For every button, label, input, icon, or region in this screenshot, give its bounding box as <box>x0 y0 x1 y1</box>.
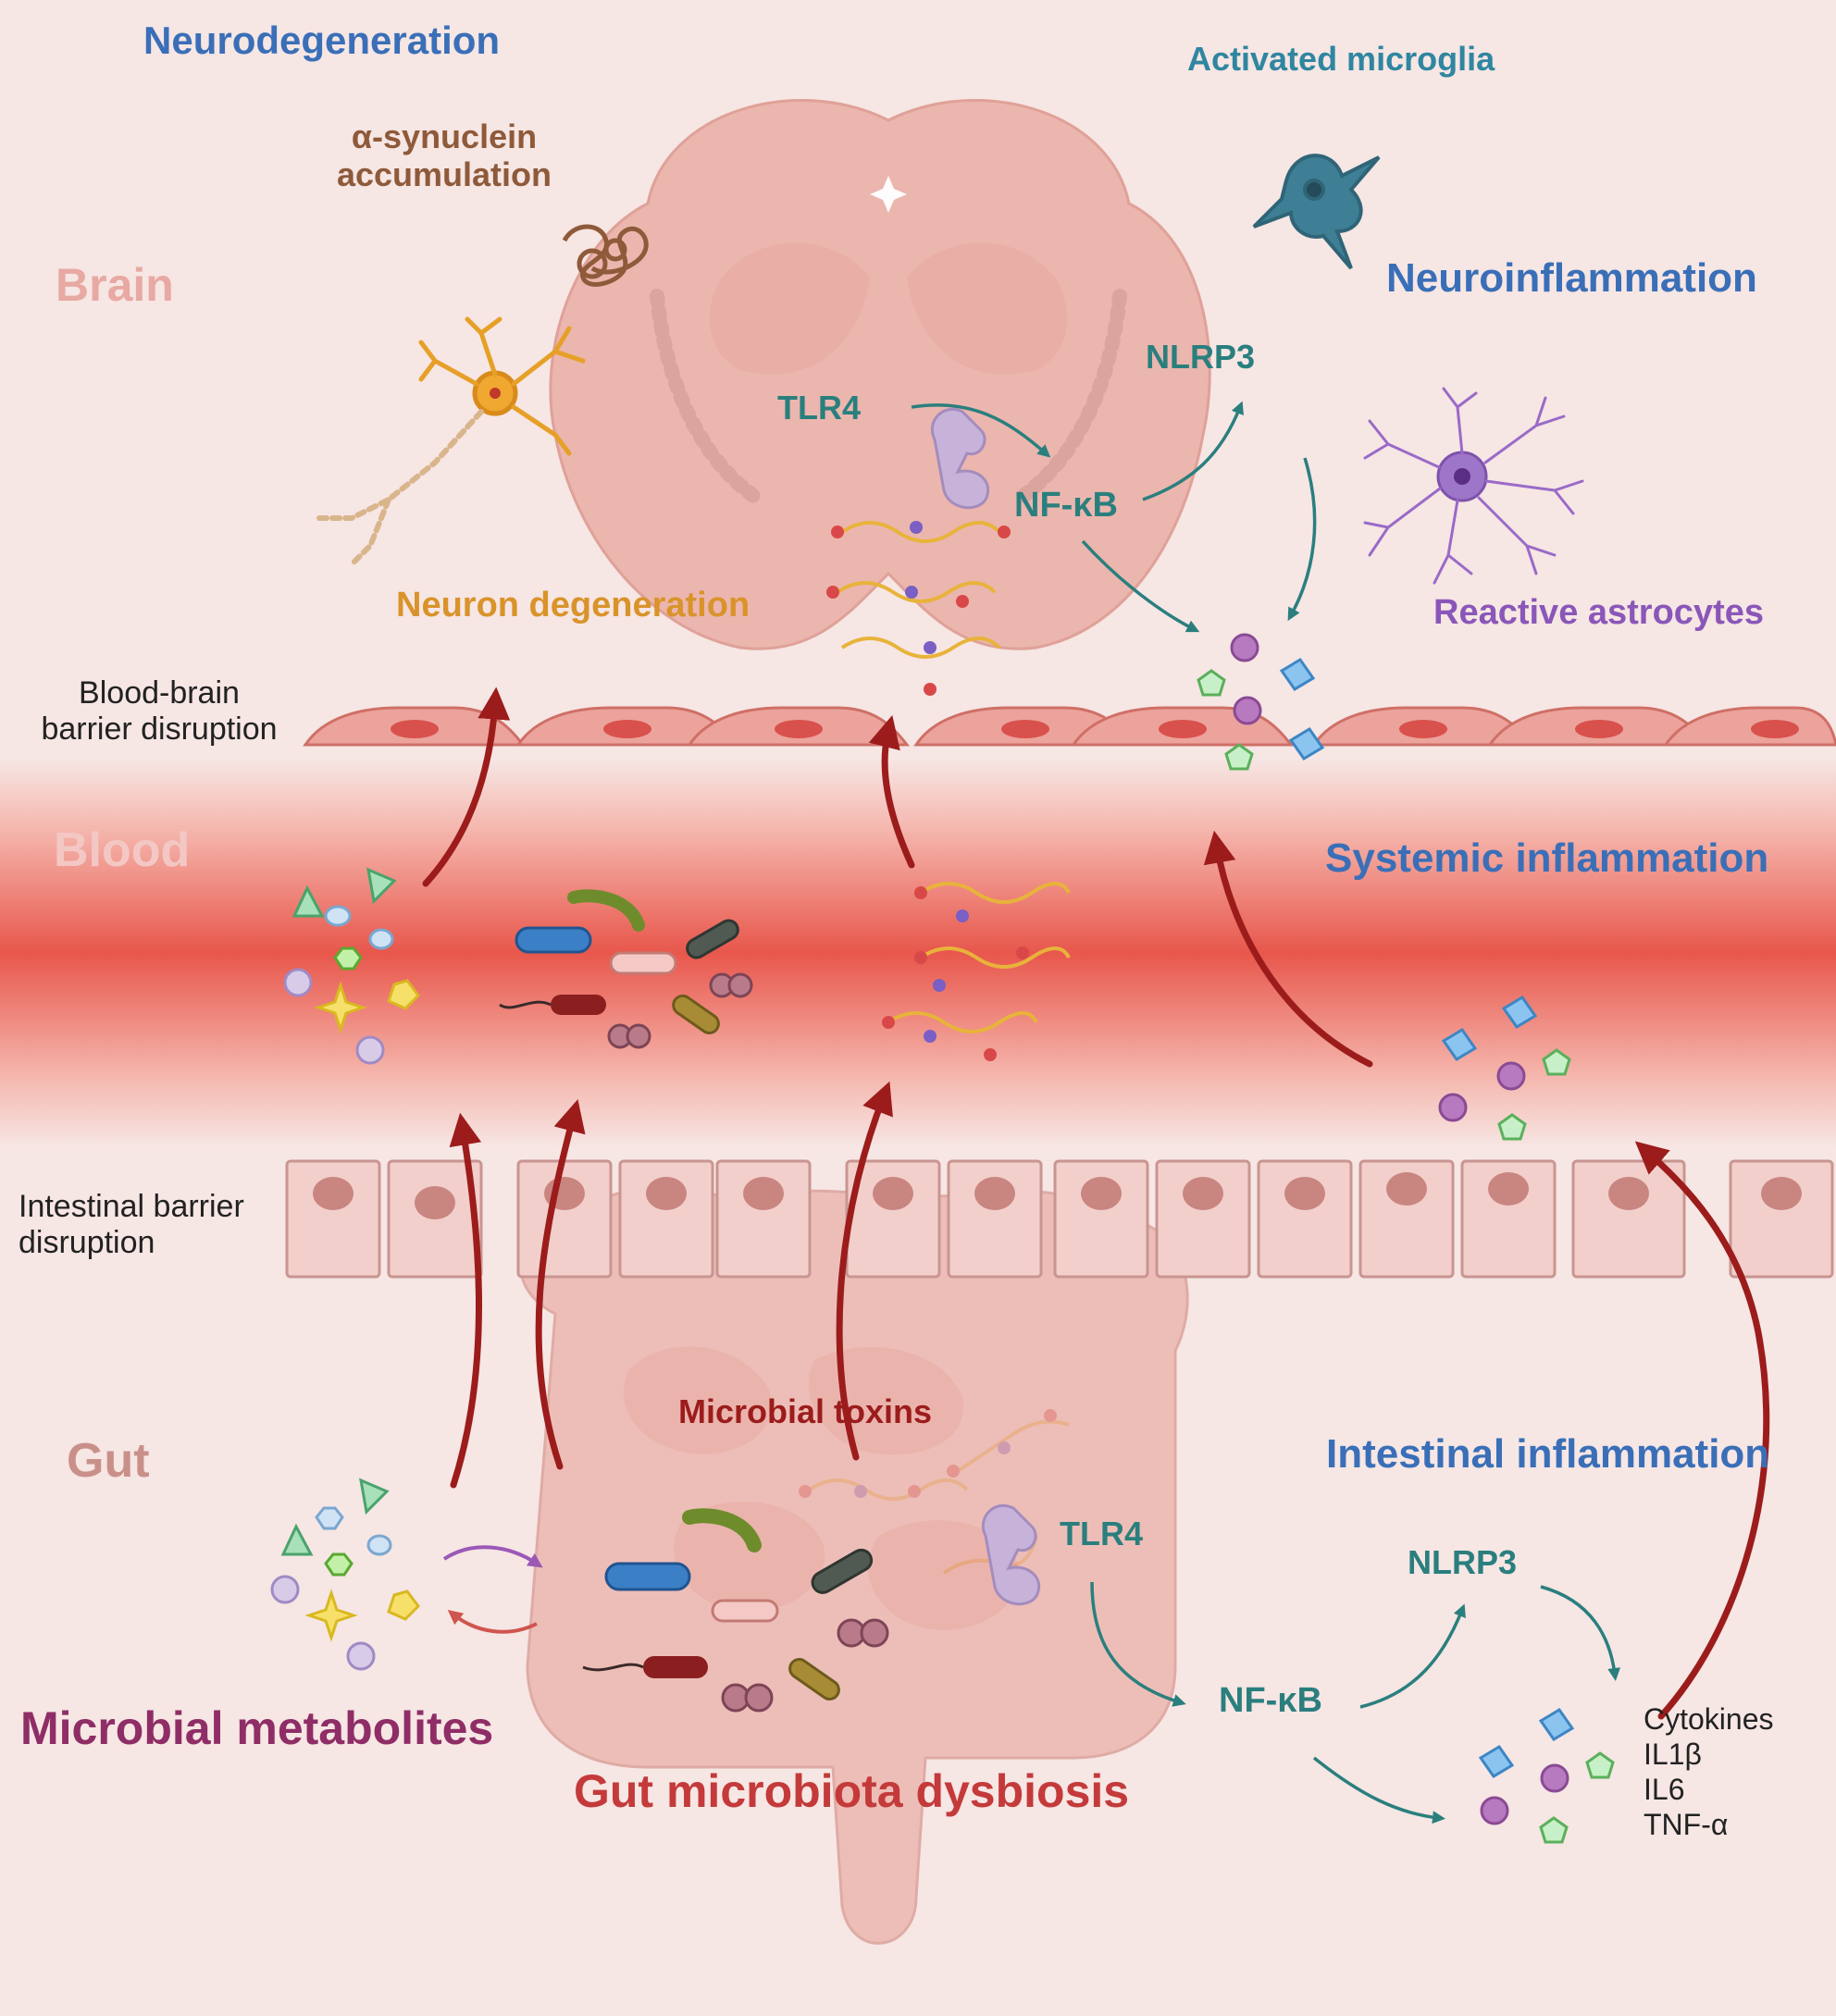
label-nlrp3-brain: NLRP3 <box>1146 338 1256 376</box>
label-gut: Gut <box>67 1434 150 1488</box>
bbb-cell-nuclei <box>391 720 1799 738</box>
label-activated-microglia: Activated microglia <box>1187 40 1495 78</box>
tlr4-receptor-brain <box>930 407 990 510</box>
intestine-illustration <box>519 1188 1189 1945</box>
label-reactive-astrocytes: Reactive astrocytes <box>1433 593 1764 632</box>
label-gut-dysbiosis: Gut microbiota dysbiosis <box>574 1765 1130 1817</box>
label-microbial-toxins: Microbial toxins <box>678 1392 933 1430</box>
label-alpha-synuclein: α-synuclein accumulation <box>336 117 552 194</box>
label-tlr4-gut: TLR4 <box>1060 1515 1143 1552</box>
bacteria-gut <box>582 1508 889 1713</box>
label-neurodegeneration: Neurodegeneration <box>143 19 501 62</box>
label-neuroinflammation: Neuroinflammation <box>1386 255 1757 301</box>
teal-arrows-gut <box>1090 1581 1621 1824</box>
neuron-illustration <box>312 316 586 567</box>
label-nlrp3-gut: NLRP3 <box>1408 1543 1518 1581</box>
brain-illustration <box>549 99 1211 650</box>
label-tnfa: TNF-α <box>1644 1808 1729 1841</box>
label-il6: IL6 <box>1644 1773 1685 1806</box>
intestinal-epithelium <box>285 1159 1834 1279</box>
cytokines-blood <box>1438 995 1571 1141</box>
label-brain: Brain <box>56 259 174 311</box>
astrocyte-illustration <box>1363 387 1584 585</box>
label-intestinal-inflammation: Intestinal inflammation <box>1326 1431 1770 1477</box>
metabolites-blood <box>283 867 420 1065</box>
arrow-to-metabolites <box>447 1610 538 1634</box>
label-tlr4-brain: TLR4 <box>777 389 861 427</box>
teal-arrows-brain <box>911 401 1317 633</box>
label-nfkb-gut: NF-κB <box>1219 1681 1322 1720</box>
microglia-illustration <box>1252 154 1381 270</box>
tlr4-receptor-gut <box>981 1503 1041 1606</box>
red-flow-arrows <box>422 686 1770 1720</box>
label-cytokines: Cytokines <box>1644 1702 1774 1736</box>
label-blood: Blood <box>54 823 191 877</box>
label-systemic-inflammation: Systemic inflammation <box>1325 835 1769 881</box>
cytokines-gut <box>1478 1707 1615 1844</box>
arrow-to-gut <box>442 1545 543 1568</box>
label-nfkb-brain: NF-κB <box>1014 486 1118 525</box>
bacteria-blood <box>499 889 753 1049</box>
label-intestinal-barrier-disruption: Intestinal barrier disruption <box>19 1189 244 1261</box>
label-microbial-metabolites: Microbial metabolites <box>20 1702 494 1754</box>
label-bbb-disruption: Blood-brain barrier disruption <box>41 675 278 748</box>
cytokines-brain <box>1197 633 1325 771</box>
label-il1b: IL1β <box>1644 1738 1702 1771</box>
label-neuron-degeneration: Neuron degeneration <box>396 586 751 625</box>
alpha-synuclein-clump <box>562 224 649 287</box>
metabolites-gut <box>270 1478 420 1671</box>
